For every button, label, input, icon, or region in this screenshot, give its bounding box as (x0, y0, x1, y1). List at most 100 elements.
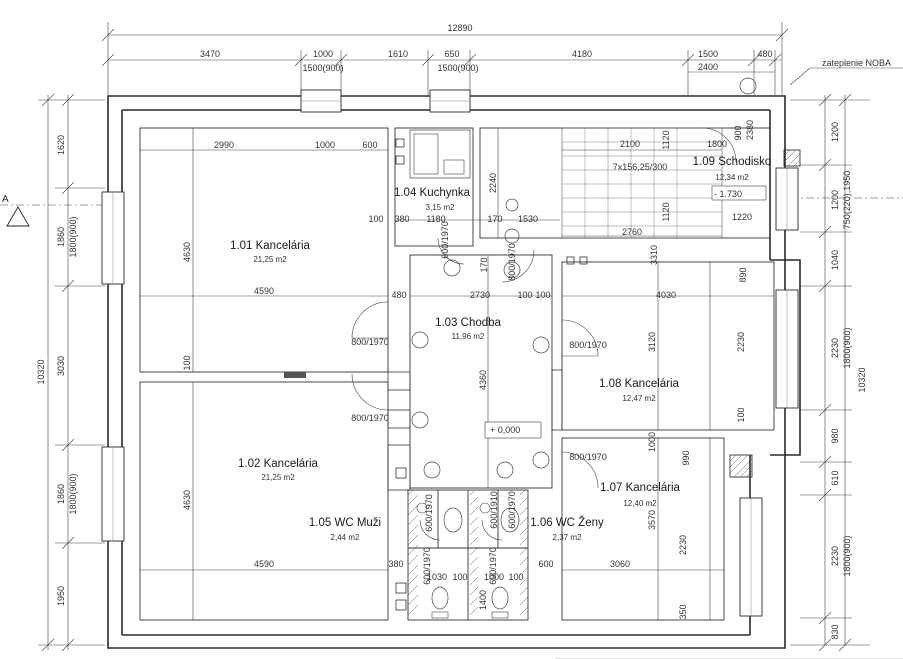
dim-100-f: 100 (452, 572, 467, 582)
dim-4590-a: 4590 (254, 286, 274, 296)
left-dim-5: 1950 (56, 586, 66, 606)
dim-100-g: 100 (508, 572, 523, 582)
dim-100-d: 100 (182, 355, 192, 370)
right-window-code-2: 1800(900) (842, 535, 852, 576)
top-dim-1: 3470 (200, 49, 220, 59)
left-dim-1: 1620 (56, 135, 66, 155)
room-1-06-name: 1.06 WC Ženy (530, 516, 604, 529)
door-label-kuchynka: 600/1970 (440, 221, 450, 259)
dim-3120: 3120 (647, 332, 657, 352)
dim-3310: 3310 (649, 245, 659, 265)
left-dim-4: 1860 (56, 484, 66, 504)
dim-3060: 3060 (610, 559, 630, 569)
dim-100-b: 100 (535, 290, 550, 300)
room-1-09-name: 1.09 Schodisko (693, 156, 772, 168)
left-dim-2: 1860 (56, 227, 66, 247)
dim-170-b: 170 (479, 257, 489, 272)
dim-350: 350 (678, 604, 688, 619)
room-1-04-area: 3,15 m2 (426, 203, 455, 212)
room-1-02-name: 1.02 Kancelária (238, 458, 319, 470)
interior-dimension-lines (139, 128, 774, 620)
dim-600-b: 600 (538, 559, 553, 569)
door-label-wc-z-2: 600/1970 (507, 491, 517, 529)
dim-1000-b: 1000 (647, 432, 657, 452)
right-dim-1: 1200 (830, 122, 840, 142)
left-height-dim: 10320 (36, 359, 46, 384)
dim-900-stair: 900 (733, 125, 743, 140)
left-dimension-chain (0, 93, 108, 652)
insulation-note: zateplenie NOBA (822, 58, 891, 68)
level-box (484, 421, 542, 439)
stair-width-dim: 2400 (698, 62, 718, 72)
right-dim-5: 980 (830, 428, 840, 443)
door-label-1-08: 800/1970 (569, 340, 607, 350)
dim-600-a: 600 (362, 140, 377, 150)
dim-480: 480 (391, 290, 406, 300)
dim-1800: 1800 (707, 139, 727, 149)
door-label-wc-m-1: 600/1970 (424, 494, 434, 532)
dim-890: 890 (738, 267, 748, 282)
left-window-code-1: 1800(900) (68, 216, 78, 257)
right-dimension-chain (790, 93, 903, 652)
dim-2760: 2760 (622, 227, 642, 237)
corridor-level: + 0,000 (490, 425, 520, 435)
dim-100-a: 100 (368, 214, 383, 224)
wc-fixtures (416, 502, 520, 619)
top-dim-2: 1000 (313, 49, 333, 59)
door-label-wc-m-2: 600/1970 (422, 547, 432, 585)
top-dim-7: 480 (757, 49, 772, 59)
dim-380-a: 380 (394, 214, 409, 224)
room-1-07-name: 1.07 Kancelária (600, 482, 681, 494)
dim-1030: 1030 (427, 572, 447, 582)
dim-4630-b: 4630 (182, 490, 192, 510)
dim-4630-a: 4630 (182, 242, 192, 262)
section-mark-label: A (2, 194, 9, 205)
room-1-02-area: 21,25 m2 (261, 473, 295, 482)
stair-level: - 1.730 (714, 189, 742, 199)
room-1-06-area: 2,37 m2 (553, 533, 582, 542)
door-swings (351, 127, 737, 541)
dim-4590-b: 4590 (254, 559, 274, 569)
dim-100-e: 100 (736, 407, 746, 422)
dim-1180: 1180 (426, 214, 445, 224)
door-label-wc-z-3: 600/1970 (488, 547, 498, 585)
left-dim-3: 3030 (56, 356, 66, 376)
dim-4030: 4030 (656, 290, 676, 300)
right-dim-4: 2230 (830, 338, 840, 358)
room-1-05-name: 1.05 WC Muži (309, 517, 381, 529)
room-1-03-name: 1.03 Chodba (435, 317, 501, 329)
door-label-stair: 800/1970 (507, 243, 517, 281)
top-window-code-1: 1500(900) (302, 63, 343, 73)
dim-2380: 2380 (745, 120, 755, 140)
dim-4360: 4360 (478, 370, 488, 390)
room-1-04-name: 1.04 Kuchynka (394, 187, 471, 199)
dim-380-b: 380 (388, 559, 403, 569)
right-window-code-1: 1800(900) (842, 327, 852, 368)
room-1-03-area: 11,96 m2 (452, 332, 485, 341)
dim-1530: 1530 (518, 214, 538, 224)
overall-width-dim: 12890 (447, 23, 472, 33)
staircase (561, 127, 767, 239)
dim-1120-a: 1120 (661, 130, 671, 149)
dim-3570: 3570 (647, 510, 657, 530)
door-label-1-07: 800/1970 (569, 452, 607, 462)
dim-1400: 1400 (478, 590, 488, 610)
top-dimension-chain (101, 22, 903, 95)
door-label-wc-z-1: 600/1910 (489, 491, 499, 529)
dim-1220: 1220 (732, 212, 752, 222)
top-dim-4: 650 (444, 49, 459, 59)
dim-1120-b: 1120 (661, 202, 671, 221)
exterior-walls (101, 77, 801, 649)
room-1-01-area: 21,25 m2 (253, 255, 287, 264)
dim-170-a: 170 (487, 214, 502, 224)
dim-2100: 2100 (620, 139, 640, 149)
top-dim-6: 1500 (698, 49, 718, 59)
top-window-code-2: 1500(900) (437, 63, 478, 73)
dim-2730: 2730 (470, 290, 490, 300)
dim-2230-b: 2230 (678, 535, 688, 555)
dim-2240: 2240 (488, 173, 498, 193)
kitchen-fixtures (409, 129, 471, 179)
room-1-08-name: 1.08 Kancelária (599, 378, 680, 390)
dim-100-c: 100 (517, 290, 532, 300)
room-1-05-area: 2,44 m2 (331, 533, 360, 542)
